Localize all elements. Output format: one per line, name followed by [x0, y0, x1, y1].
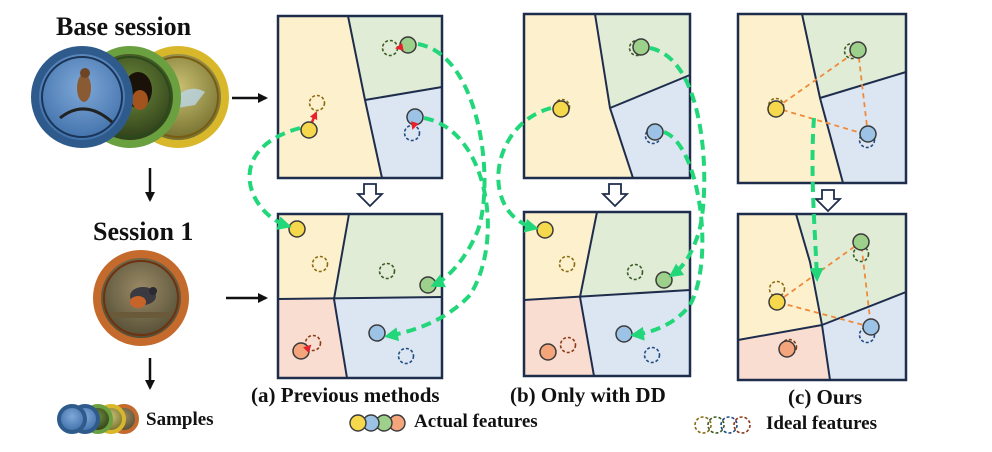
caption-c: (c) Ours	[788, 385, 863, 409]
drift-arrow-c	[809, 117, 824, 282]
base-session-label: Base session	[56, 12, 192, 41]
actual-features-label: Actual features	[414, 411, 538, 432]
base-session-samples	[31, 46, 229, 148]
drift-arrows-b	[496, 46, 707, 341]
legend-ideal-icons	[694, 416, 751, 434]
panel-b-bottom	[522, 210, 692, 378]
caption-b: (b) Only with DD	[510, 383, 666, 407]
down-hollow-arrow-b	[600, 183, 630, 208]
panel-c-bottom	[736, 212, 908, 382]
drift-arrows-a	[247, 42, 490, 342]
session1-sample	[93, 250, 189, 346]
legend-actual-icons	[349, 414, 406, 432]
panel-a-bottom	[276, 212, 444, 380]
panel-c-top	[736, 12, 908, 185]
samples-label: Samples	[146, 409, 214, 430]
ideal-features-label: Ideal features	[766, 413, 877, 434]
session1-label: Session 1	[93, 217, 194, 246]
legend-sample-discs	[57, 404, 139, 434]
panel-a-top	[276, 14, 444, 180]
panel-b-top	[522, 12, 692, 180]
down-hollow-arrow-a	[355, 183, 385, 208]
caption-a: (a) Previous methods	[251, 383, 440, 407]
down-hollow-arrow-c	[813, 189, 843, 213]
